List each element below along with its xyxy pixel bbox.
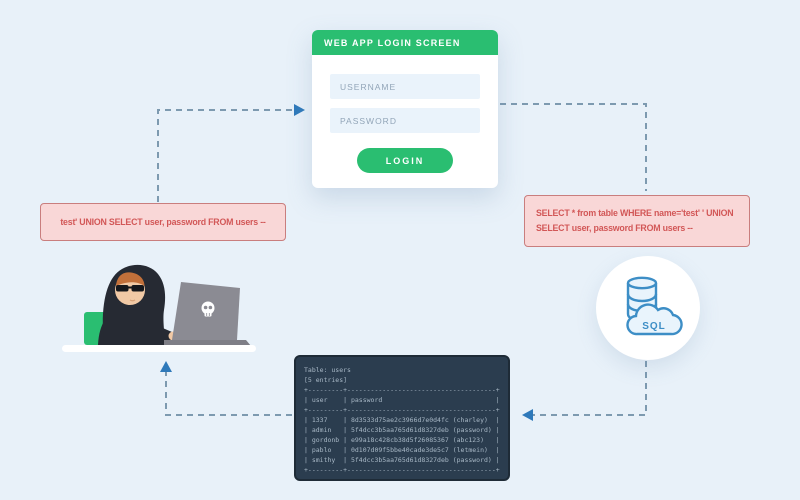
cloud-icon [626,303,683,336]
sunglasses-icon [116,285,144,292]
sql-database-badge: SQL [596,256,700,360]
arrowhead-up-icon [160,361,172,372]
login-card: WEB APP LOGIN SCREEN LOGIN [312,30,498,188]
desk [62,345,256,352]
login-button[interactable]: LOGIN [357,148,453,173]
arrowhead-left-icon [522,409,533,421]
dumped-users-table: Table: users [5 entries] +---------+----… [294,355,510,481]
database-cloud-icon: SQL [626,276,683,336]
password-input[interactable] [330,108,480,133]
hacker-illustration [62,264,256,352]
username-input[interactable] [330,74,480,99]
arrow-payload-to-login [157,109,294,202]
laptop [164,282,251,348]
sql-label: SQL [642,321,666,332]
arrowhead-right-icon [294,104,305,116]
login-card-title: WEB APP LOGIN SCREEN [324,37,461,48]
hair [116,272,145,286]
login-card-header: WEB APP LOGIN SCREEN [312,30,498,55]
results-table-pre: Table: users [5 entries] +---------+----… [304,366,500,474]
skull-icon [201,301,215,317]
mouth [129,299,136,302]
resulting-query-note: SELECT * from table WHERE name='test' ' … [524,195,750,247]
arrow-table-to-hacker [165,372,292,416]
arrow-login-to-query [500,103,647,191]
arrow-database-to-table [533,361,647,416]
hacker-figure [98,264,178,345]
injection-payload-note: test' UNION SELECT user, password FROM u… [40,203,286,241]
